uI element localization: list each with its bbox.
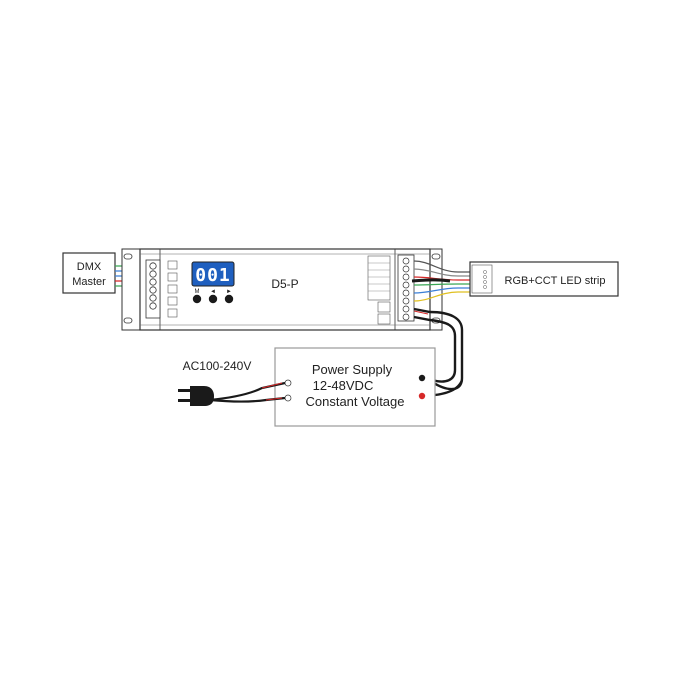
led-strip-label: RGB+CCT LED strip	[505, 275, 606, 287]
button-label-left: ◄	[210, 289, 216, 295]
button-label-right: ►	[226, 289, 232, 295]
power-supply-box: Power Supply 12-48VDC Constant Voltage	[274, 347, 436, 427]
controller-display: 001	[191, 261, 235, 287]
button-left[interactable]	[208, 294, 218, 304]
ac-input-label: AC100-240V	[183, 359, 252, 373]
psu-output-negative	[418, 374, 426, 382]
ac-plug-icon	[178, 386, 214, 406]
led-strip-box: RGB+CCT LED strip	[469, 261, 619, 297]
led-output-wires	[411, 260, 470, 302]
controller-input-terminal	[145, 259, 178, 319]
dmx-master-line1: DMX	[77, 261, 102, 273]
dmx-master-line2: Master	[72, 276, 106, 288]
display-readout: 001	[195, 265, 231, 286]
controller-output-terminal	[367, 254, 415, 325]
dmx-master-box: DMX Master	[62, 252, 116, 294]
psu-output-positive	[418, 392, 426, 400]
controller-model: D5-P	[271, 277, 298, 291]
ac-input: AC100-240V	[178, 359, 286, 406]
button-right[interactable]	[224, 294, 234, 304]
button-m[interactable]	[192, 294, 202, 304]
psu-line3: Constant Voltage	[305, 394, 404, 409]
psu-line1: Power Supply	[312, 362, 393, 377]
psu-line2: 12-48VDC	[313, 378, 374, 393]
button-label-m: M	[195, 289, 200, 295]
controller-buttons: M ◄ ►	[192, 289, 234, 304]
